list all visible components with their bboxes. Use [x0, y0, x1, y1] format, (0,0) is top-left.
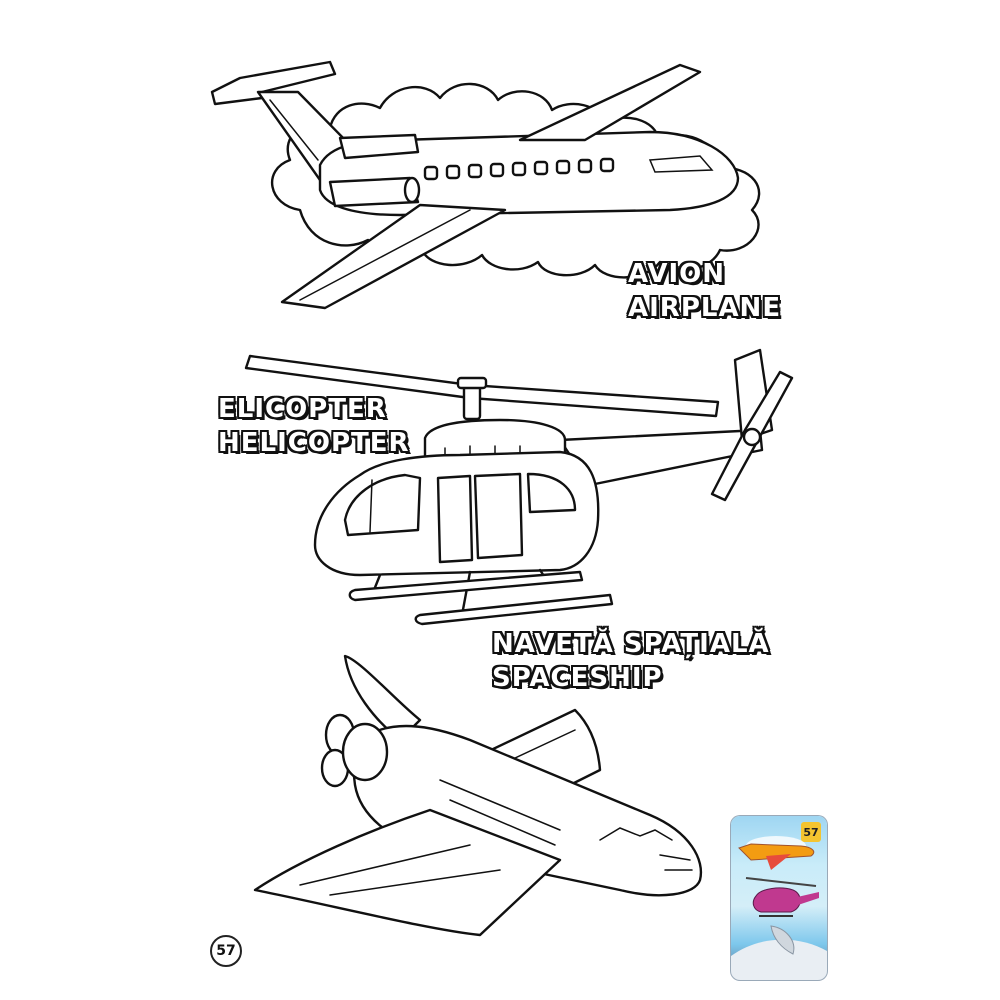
airplane-label-ro: AVION — [628, 259, 726, 289]
airplane-label: AVION AIRPLANE — [628, 257, 781, 325]
airplane-engine — [328, 176, 420, 208]
helicopter-label-en: HELICOPTER — [218, 428, 410, 458]
airplane-wing-upper — [518, 63, 702, 142]
thumbnail-page-number: 57 — [801, 822, 821, 842]
airplane-windows — [423, 157, 615, 181]
spaceship-label-ro: NAVETĂ SPAȚIALĂ — [492, 629, 770, 659]
spaceship-body — [352, 724, 703, 897]
page-thumbnail[interactable]: 57 — [731, 816, 827, 980]
page-number: 57 — [210, 935, 242, 967]
spaceship-label-en: SPACESHIP — [492, 663, 663, 693]
spaceship-wing-lower — [253, 808, 562, 937]
spaceship-label: NAVETĂ SPAȚIALĂ SPACESHIP — [492, 627, 770, 695]
helicopter-label-ro: ELICOPTER — [218, 394, 387, 424]
thumbnail-illustration-icon — [731, 836, 827, 980]
airplane-label-en: AIRPLANE — [628, 293, 782, 323]
airplane-wing-lower — [280, 203, 507, 310]
helicopter-windshield — [343, 473, 422, 537]
helicopter-label: ELICOPTER HELICOPTER — [218, 392, 410, 460]
